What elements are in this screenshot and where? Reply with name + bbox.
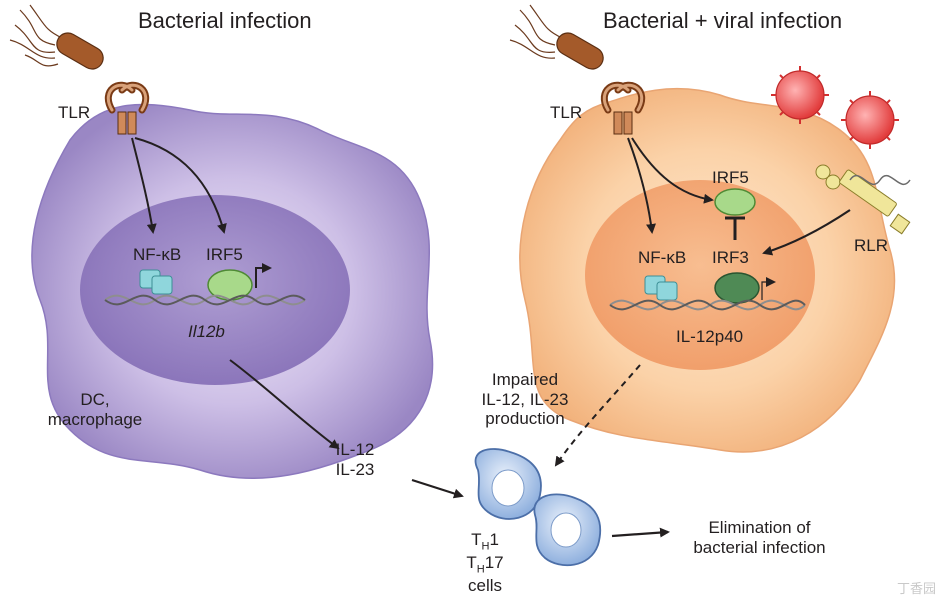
th1-label: TH1 — [471, 530, 499, 553]
arrow-cytokines-to-t-cells — [411, 478, 464, 499]
left-nfkb-protein-icon — [139, 269, 173, 295]
cell-type-label: DC, macrophage — [30, 390, 160, 429]
arrow-tlr-to-nfkb-right — [627, 137, 656, 234]
cytokine-il12: IL-12 — [335, 440, 375, 459]
impaired-line-2: IL-12, IL-23 — [481, 389, 569, 409]
arrow-rlr-to-irf3 — [762, 209, 851, 256]
th17-label: TH17 — [466, 553, 504, 576]
il12b-gene-label: Il12b — [188, 322, 225, 341]
right-promoter-arrow — [761, 277, 776, 300]
virus-icon-1 — [771, 66, 829, 124]
cell-type-line-2: macrophage — [47, 409, 143, 429]
cell-type-line-1: DC, — [80, 390, 110, 409]
left-promoter-arrow — [255, 263, 272, 288]
left-irf5-label: IRF5 — [206, 245, 243, 264]
right-panel-title: Bacterial + viral infection — [603, 8, 843, 33]
left-dna-helix — [104, 294, 306, 306]
t-cell-icon-1 — [474, 448, 542, 520]
arrow-impaired-production — [554, 364, 641, 467]
impaired-line-1: Impaired — [491, 370, 559, 389]
rlr-receptor-icon — [815, 164, 911, 235]
arrow-tlr-to-nfkb-left — [131, 137, 157, 234]
right-nfkb-protein-icon — [644, 275, 678, 301]
right-nfkb-label: NF-κB — [638, 248, 687, 267]
t-cells-label: TH1 TH17 cells — [455, 530, 515, 596]
rlr-label: RLR — [854, 236, 889, 255]
cells-label: cells — [467, 576, 502, 596]
arrow-t-cells-to-elimination — [611, 527, 670, 538]
cytokine-il23: IL-23 — [335, 459, 375, 479]
watermark: 丁香园 — [896, 581, 936, 596]
right-irf5-protein-icon — [714, 188, 756, 216]
left-nfkb-label: NF-κB — [133, 245, 182, 264]
right-irf5-label: IRF5 — [712, 168, 749, 187]
left-tlr-receptor-icon — [104, 81, 150, 135]
irf3-inhibits-irf5-icon — [725, 216, 745, 240]
arrow-tlr-to-irf5-left — [134, 137, 227, 234]
elimination-label: Elimination of bacterial infection — [672, 518, 847, 557]
right-irf3-protein-icon — [714, 272, 760, 304]
right-nucleus — [585, 180, 815, 370]
right-tlr-receptor-icon — [600, 81, 646, 135]
right-irf3-label: IRF3 — [712, 248, 749, 267]
t-cell-icon-2 — [533, 493, 602, 566]
left-bacterium-icon — [9, 4, 104, 70]
impaired-line-3: production — [485, 409, 565, 429]
left-tlr-label: TLR — [58, 103, 91, 122]
arrow-il12b-to-cytokines — [229, 359, 340, 450]
cytokines-label: IL-12 IL-23 — [320, 440, 390, 479]
right-dna-helix — [609, 299, 806, 311]
elimination-line-2: bacterial infection — [693, 537, 826, 557]
virus-icon-2 — [841, 91, 899, 149]
arrow-tlr-to-irf5-right — [631, 137, 714, 204]
impaired-production-label: Impaired IL-12, IL-23 production — [455, 370, 595, 429]
right-bacterium-icon — [509, 4, 604, 70]
elimination-line-1: Elimination of — [708, 518, 811, 537]
il12p40-label: IL-12p40 — [676, 327, 744, 346]
right-tlr-label: TLR — [550, 103, 583, 122]
left-panel-title: Bacterial infection — [138, 8, 312, 33]
